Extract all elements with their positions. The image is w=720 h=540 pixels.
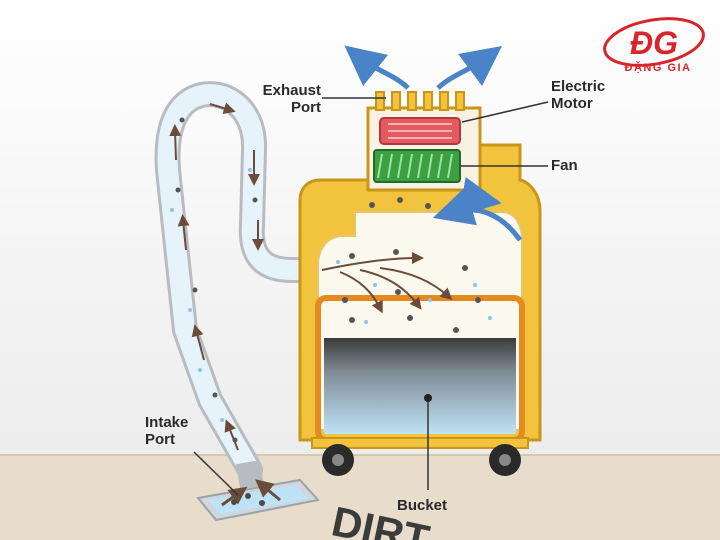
bucket-label: Bucket bbox=[397, 497, 448, 514]
exhaust-airflow bbox=[344, 45, 503, 90]
exhaust-port-label: Exhaust Port bbox=[253, 82, 321, 116]
wheels bbox=[311, 437, 529, 476]
fan bbox=[373, 149, 461, 183]
intake-port-label: Intake Port bbox=[145, 414, 188, 448]
internal-airflow bbox=[321, 176, 523, 333]
vacuum-body bbox=[298, 91, 542, 476]
logo-mark: ĐG bbox=[630, 25, 678, 61]
dang-gia-logo: ĐG bbox=[603, 17, 705, 67]
motor-label-line2: Motor bbox=[551, 95, 593, 112]
fan-label: Fan bbox=[551, 157, 578, 174]
leader-lines bbox=[193, 97, 549, 496]
electric-motor-label: Electric Motor bbox=[551, 78, 605, 112]
motor-label-line1: Electric bbox=[551, 78, 606, 95]
logo-name: ĐẶNG GIA bbox=[624, 62, 692, 74]
exhaust-label-line2: Port bbox=[291, 99, 321, 116]
intake-label-line2: Port bbox=[145, 431, 175, 448]
intake-label-line1: Intake bbox=[145, 414, 189, 431]
hose bbox=[154, 81, 335, 483]
floor bbox=[0, 455, 720, 540]
exhaust-label-line1: Exhaust bbox=[262, 82, 321, 99]
bucket-contents bbox=[324, 338, 516, 434]
